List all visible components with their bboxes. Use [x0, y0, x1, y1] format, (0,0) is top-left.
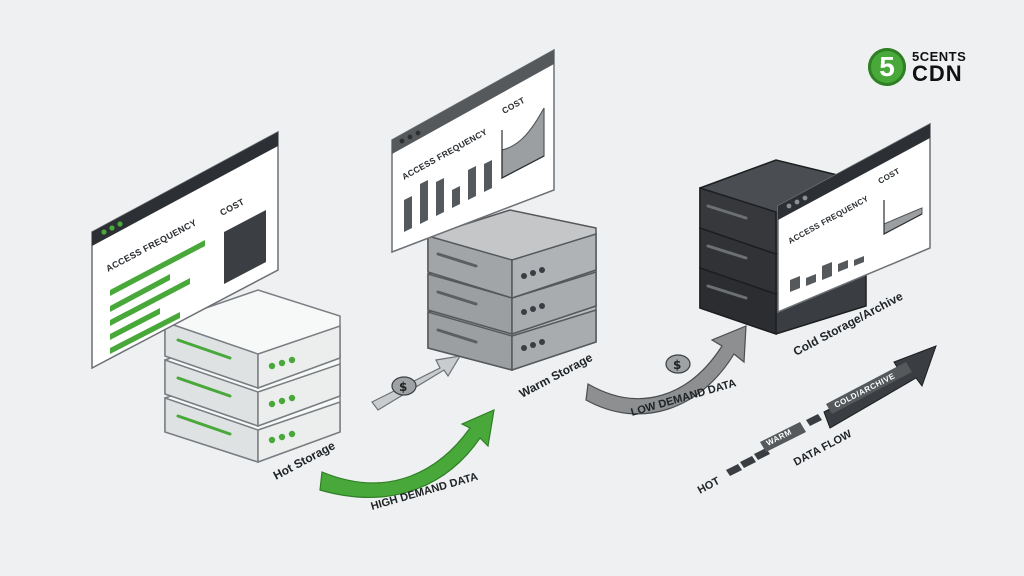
coin-symbol-2: $	[673, 358, 681, 372]
brand-line-1: 5CENTS	[912, 48, 967, 64]
data-flow-bar: WARM COLD/ARCHIVE HOT DATA FLOW	[696, 345, 937, 497]
brand-badge-icon: 5	[868, 48, 906, 86]
brand-logo: 5 5CENTS CDN	[868, 44, 988, 90]
hot-server-stack	[164, 289, 341, 464]
data-flow-hot-label: HOT	[696, 475, 722, 497]
coin-arrow-hot-warm: $	[371, 355, 462, 411]
hot-panel: ACCESS FREQUENCY COST	[91, 130, 279, 370]
coin-symbol-1: $	[399, 380, 407, 394]
hot-tier: ACCESS FREQUENCY COST Hot Storage	[91, 130, 341, 483]
brand-wordmark: 5CENTS CDN	[912, 50, 966, 85]
brand-line-2: CDN	[912, 60, 963, 86]
cold-panel: ACCESS FREQUENCY COST	[777, 122, 931, 314]
high-demand-arrow: HIGH DEMAND DATA	[319, 409, 495, 513]
warm-server-stack	[427, 209, 597, 372]
warm-tier: ACCESS FREQUENCY COST Warm Storage	[391, 48, 597, 401]
warm-panel: ACCESS FREQUENCY COST	[391, 48, 555, 254]
low-demand-arrow: $ LOW DEMAND DATA	[585, 325, 747, 419]
cold-tier: ACCESS FREQUENCY COST Cold Storage/Archi…	[699, 122, 931, 359]
